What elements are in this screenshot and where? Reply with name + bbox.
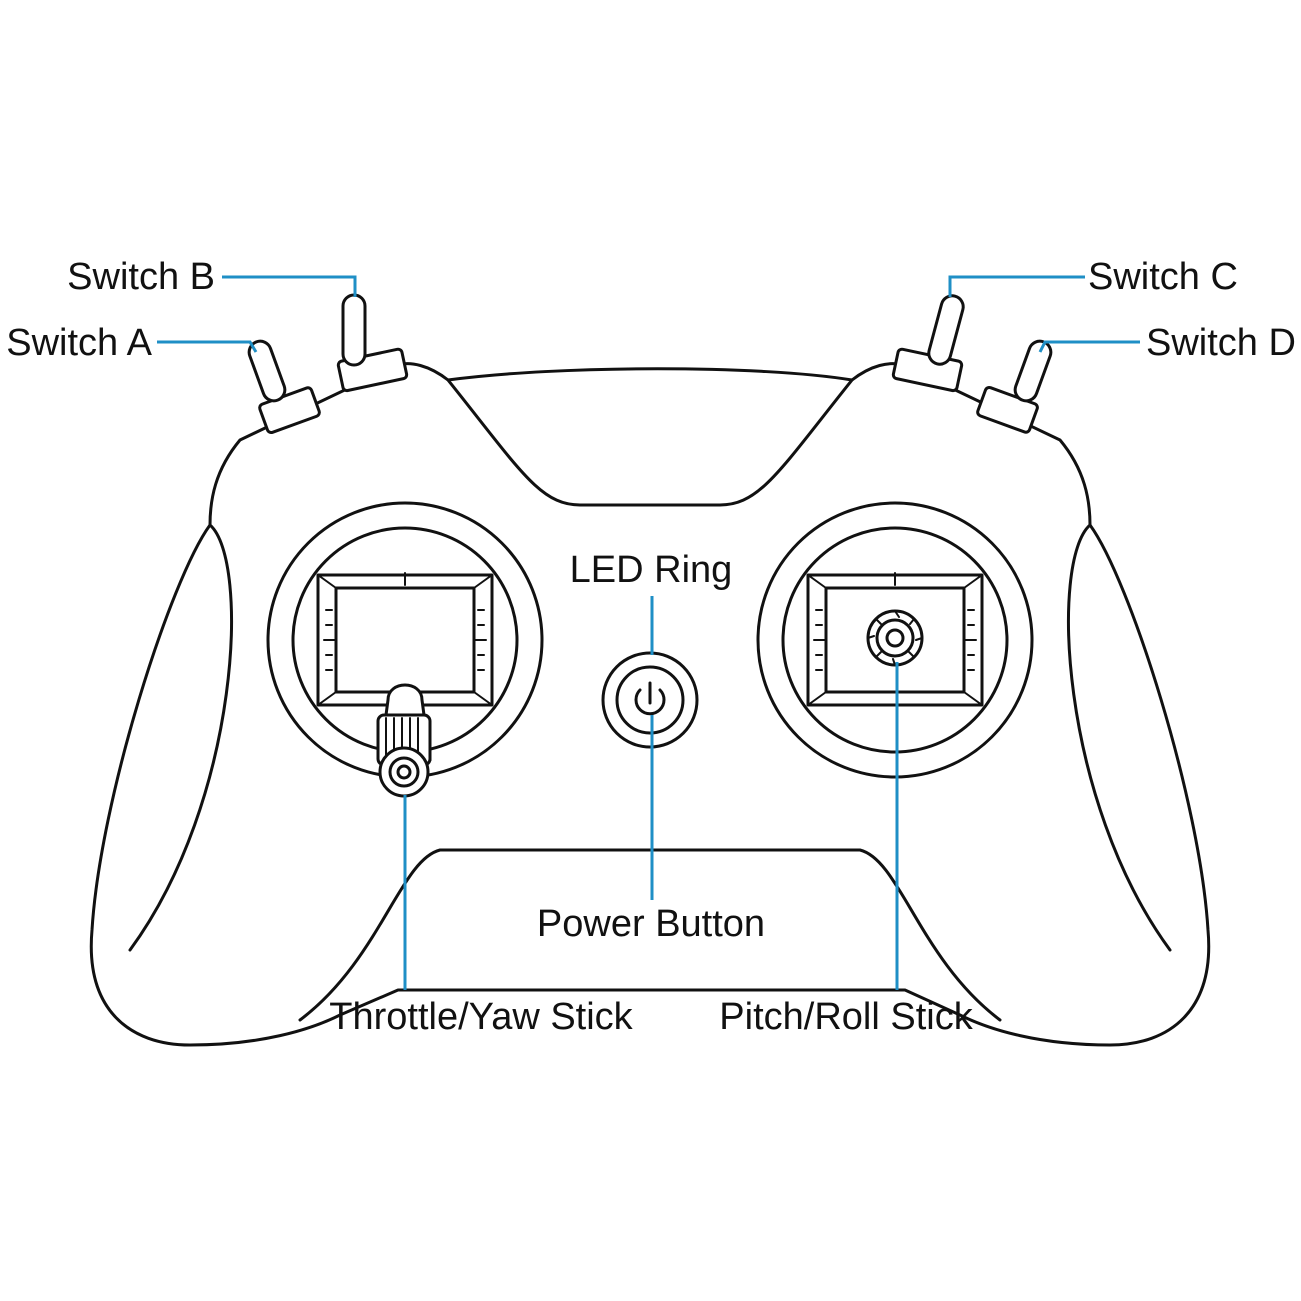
leader-lines xyxy=(157,275,1140,990)
switch-c-toggle[interactable] xyxy=(891,293,966,393)
switch-d-toggle[interactable] xyxy=(976,338,1054,434)
label-pitch-roll-stick: Pitch/Roll Stick xyxy=(719,996,973,1038)
leader-switch-b xyxy=(222,275,357,297)
power-button[interactable] xyxy=(601,651,699,749)
label-switch-d: Switch D xyxy=(1146,322,1296,364)
label-power-button: Power Button xyxy=(537,903,765,945)
pitch-roll-stick[interactable] xyxy=(866,609,924,667)
switch-b-toggle[interactable] xyxy=(336,293,409,393)
leader-switch-d xyxy=(1038,340,1140,353)
switch-a-toggle[interactable] xyxy=(246,338,321,435)
power-icon xyxy=(634,681,666,716)
throttle-yaw-stick[interactable] xyxy=(376,683,432,798)
label-switch-b: Switch B xyxy=(67,256,215,298)
right-gimbal xyxy=(756,501,1034,779)
label-switch-c: Switch C xyxy=(1088,256,1238,298)
leader-switch-c xyxy=(948,275,1085,297)
label-throttle-yaw-stick: Throttle/Yaw Stick xyxy=(329,996,633,1038)
label-led-ring: LED Ring xyxy=(570,549,733,591)
leader-switch-a xyxy=(157,340,258,353)
label-switch-a: Switch A xyxy=(6,322,152,364)
